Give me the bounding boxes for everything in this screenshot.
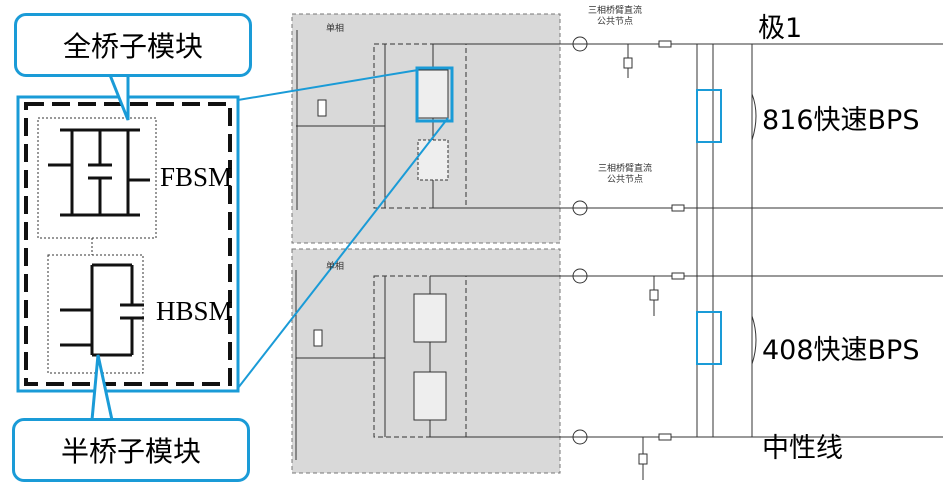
highlight-submodule [415,66,454,123]
pole-label: 极1 [758,13,803,44]
single-phase-bottom-label: 单相 [326,262,345,272]
single-phase-top-label: 单相 [326,24,345,34]
bps-816-label: 816快速BPS [762,105,920,136]
dc-node-top-label: 三相桥臂直流 公共节点 [587,6,642,27]
upper-panel [291,13,561,244]
dc-node-mid-label: 三相桥臂直流 公共节点 [597,164,652,185]
bps-408-label: 408快速BPS [762,335,920,366]
hbsm-label: HBSM [156,296,233,326]
neutral-label: 中性线 [762,433,843,464]
full-bridge-callout: 全桥子模块 [14,13,252,77]
half-bridge-callout: 半桥子模块 [12,418,250,482]
full-bridge-label: 全桥子模块 [62,30,203,63]
half-bridge-label: 半桥子模块 [60,435,201,468]
highlight-bps-816 [696,89,722,143]
fbsm-label: FBSM [160,162,233,192]
lower-panel [291,248,561,474]
highlight-bps-408 [696,311,722,365]
